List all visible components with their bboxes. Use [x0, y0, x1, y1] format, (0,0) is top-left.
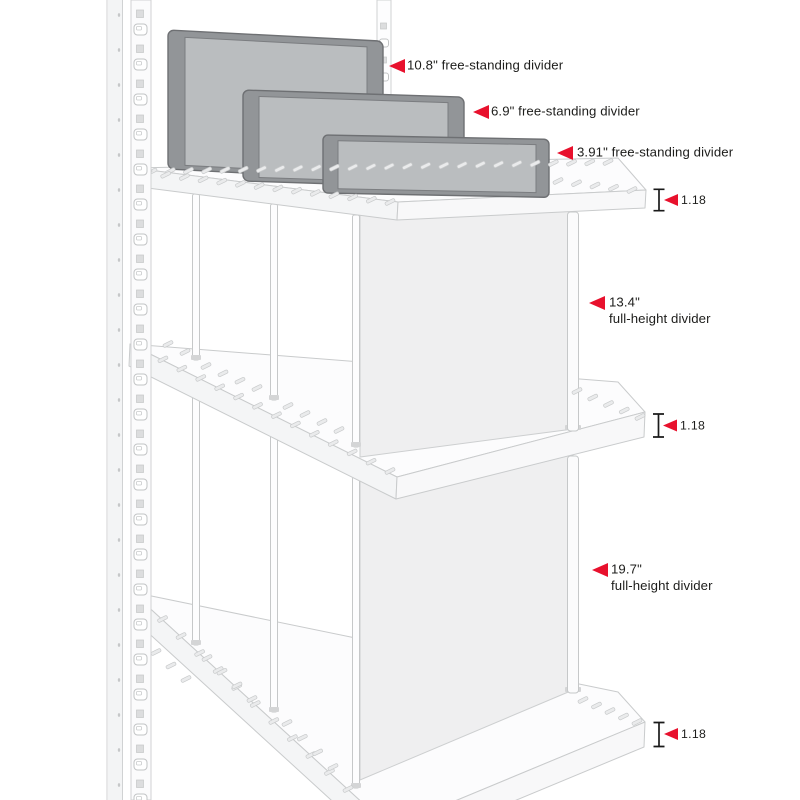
full-height-divider-19-7-edge — [567, 455, 579, 694]
label-full-height-divider-19-7-caption: full-height divider — [611, 578, 713, 593]
thickness-value: 1.18 — [681, 727, 706, 741]
full-height-divider-13-4-edge — [567, 211, 579, 432]
upright-slot-holes — [117, 9, 148, 800]
label-full-height-divider-13-4-caption: full-height divider — [609, 311, 711, 326]
label-free-standing-divider-10-8: 10.8" free-standing divider — [407, 57, 564, 72]
arrow-left-icon — [663, 419, 677, 432]
thickness-mark-middle: 1.18 — [653, 413, 705, 438]
thickness-value: 1.18 — [680, 418, 705, 432]
label-full-height-divider-19-7-size: 19.7" — [611, 561, 642, 576]
arrow-left-icon — [389, 59, 405, 73]
thickness-mark-top: 1.18 — [653, 188, 706, 212]
arrow-left-icon — [664, 194, 678, 206]
arrow-left-icon — [557, 146, 573, 160]
arrow-left-icon — [589, 296, 605, 310]
free-standing-divider-3-91 — [322, 134, 550, 198]
label-free-standing-divider-3-91: 3.91" free-standing divider — [577, 144, 734, 159]
arrow-left-icon — [664, 728, 678, 740]
thickness-mark-bottom: 1.18 — [653, 721, 706, 748]
upper-bay-dividers — [191, 193, 581, 458]
label-full-height-divider-13-4-size: 13.4" — [609, 294, 640, 309]
arrow-left-icon — [473, 105, 489, 119]
left-upright — [106, 0, 152, 800]
thickness-value: 1.18 — [681, 193, 706, 207]
arrow-left-icon — [592, 563, 608, 577]
shelf-slot-rows — [138, 158, 646, 793]
label-free-standing-divider-6-9: 6.9" free-standing divider — [491, 103, 640, 118]
full-height-divider-13-4-face — [359, 210, 574, 458]
annotations: 10.8" free-standing divider 6.9" free-st… — [389, 57, 734, 748]
lower-bay-dividers — [191, 394, 581, 789]
